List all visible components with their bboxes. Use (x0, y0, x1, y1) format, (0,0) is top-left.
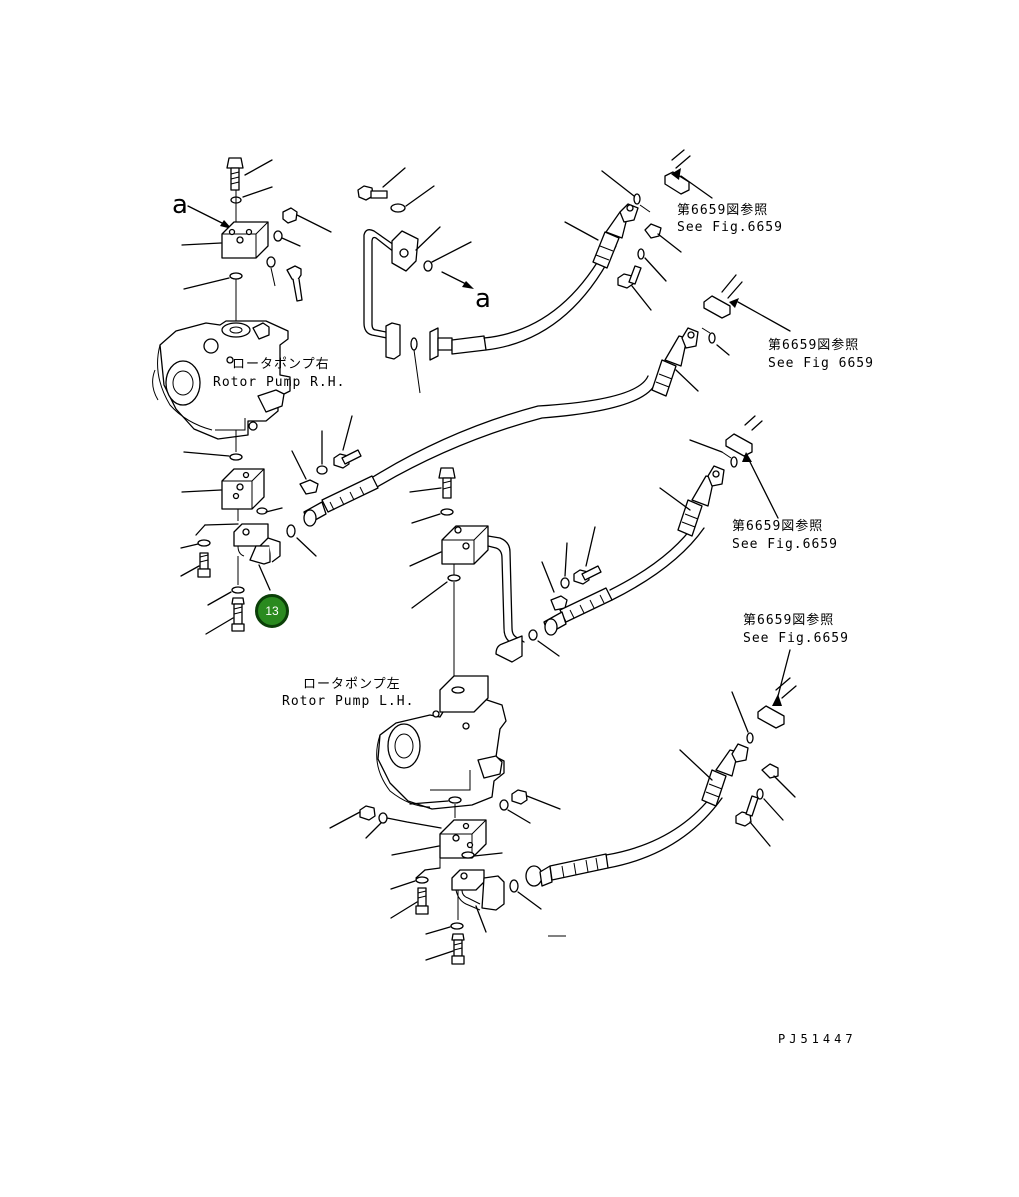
marker-a-mid: a (475, 284, 491, 314)
pump-rh-label-jp: ロータポンプ右 (232, 357, 330, 372)
lower-block-rh (221, 468, 265, 510)
bolt-mid (438, 467, 456, 499)
lower-fittings-lh (329, 649, 797, 965)
ref-2-jp: 第6659図参照 (768, 338, 860, 353)
bolt-lh-2 (451, 933, 465, 965)
bolt-lh-1 (415, 887, 429, 915)
bolt-rh-2 (231, 597, 245, 632)
upper-block-rh (221, 221, 269, 259)
ref-1-en: See Fig.6659 (677, 220, 783, 235)
bolt-top (226, 157, 273, 191)
ref-3-jp: 第6659図参照 (732, 519, 824, 534)
rotor-pump-rh (152, 320, 291, 440)
elbow-flange-lh (451, 869, 505, 911)
pump-lh-label-en: Rotor Pump L.H. (282, 694, 415, 709)
upper-pipe-assembly (357, 167, 617, 394)
marker-a-top: a (172, 190, 188, 220)
ref-1-jp: 第6659図参照 (677, 203, 769, 218)
hose-middle (286, 274, 791, 557)
pump-lh-label-jp: ロータポンプ左 (303, 677, 401, 692)
bolt-top-right (617, 265, 642, 289)
ref-4-jp: 第6659図参照 (743, 613, 835, 628)
drawing-id: PJ51447 (778, 1032, 857, 1046)
block-left-mid (441, 525, 489, 565)
block-lower-lh (439, 819, 487, 859)
hose-top-right (564, 149, 713, 311)
bolt-bottom-right (735, 795, 759, 827)
ref-4-en: See Fig.6659 (743, 631, 849, 646)
rotor-pump-lh (376, 675, 507, 810)
elbow-flange-rh (233, 523, 281, 565)
bolt-hose-mid (333, 449, 362, 469)
hose-left-pump (409, 415, 779, 678)
right-pump-assembly (152, 157, 332, 635)
callout-13[interactable]: 13 (255, 594, 289, 628)
plug (282, 207, 298, 224)
ref-2-en: See Fig 6659 (768, 356, 874, 371)
pump-rh-label-en: Rotor Pump R.H. (213, 375, 346, 390)
ref-3-en: See Fig.6659 (732, 537, 838, 552)
bolt-rh-1 (197, 552, 211, 578)
bolt-hose-left (573, 565, 602, 585)
a-marker-arrow (187, 205, 227, 226)
